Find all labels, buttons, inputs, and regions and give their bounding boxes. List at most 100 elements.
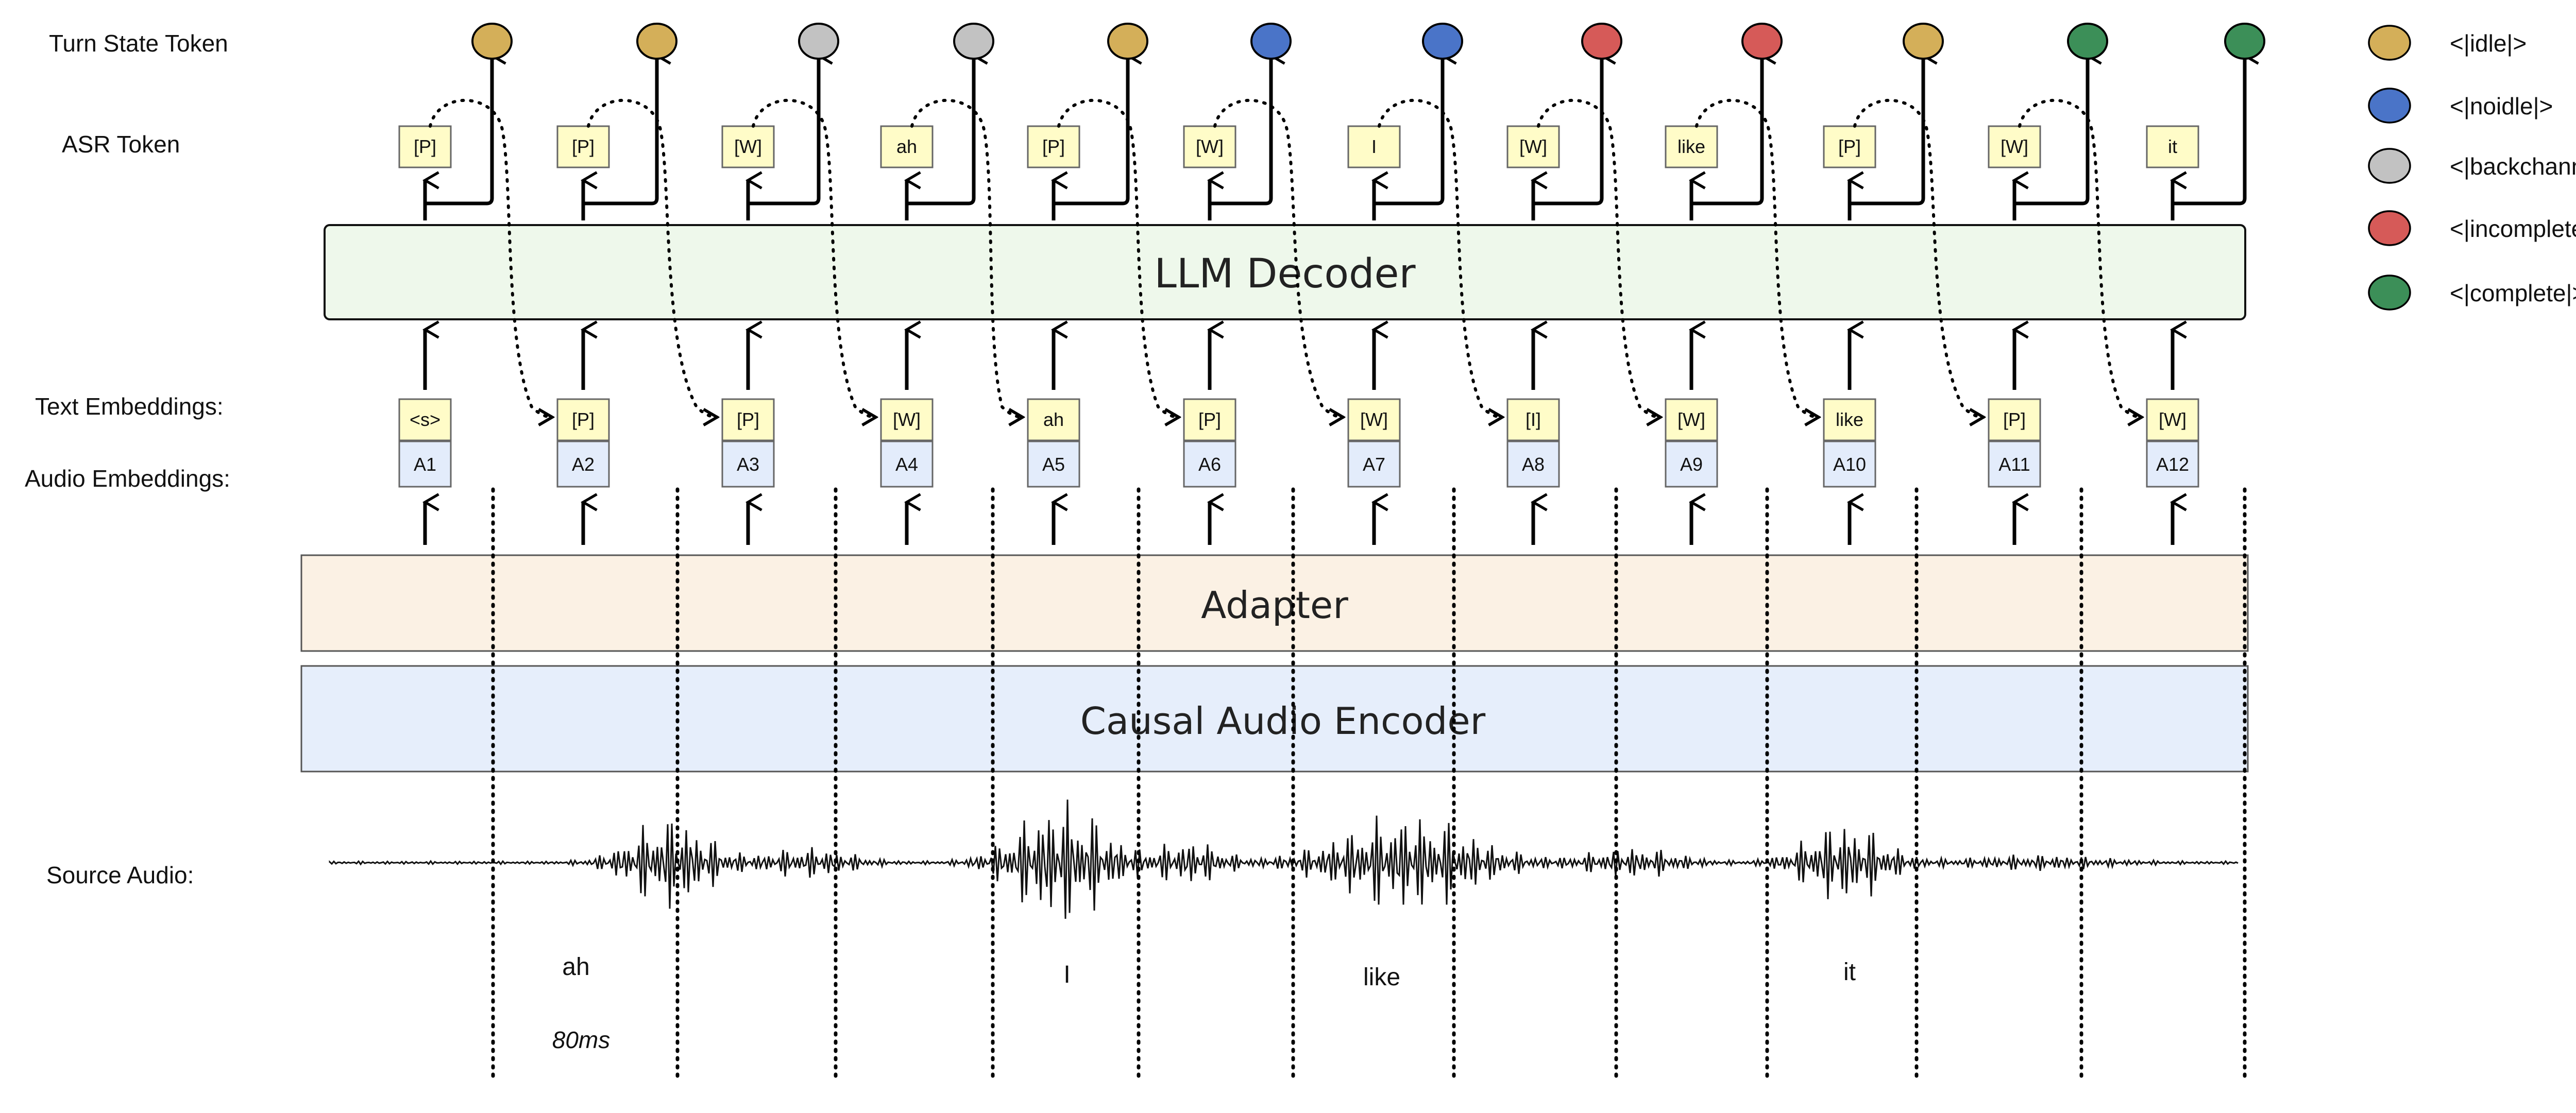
text-embedding-box (1665, 398, 1718, 441)
audio-embedding-label: A11 (1998, 454, 2030, 475)
waveform-trace (329, 799, 2239, 919)
decoder-to-state-arrow (1054, 56, 1128, 206)
feedback-dotted-arrow (429, 98, 552, 417)
feedback-dotted-arrow (910, 98, 1023, 417)
causal-audio-encoder-label: Causal Audio Encoder (1080, 699, 1486, 743)
causal-audio-encoder-block (300, 665, 2249, 773)
audio-embedding-box (556, 440, 610, 488)
audio-word: it (1843, 958, 1856, 986)
text-embedding-box (721, 398, 775, 441)
text-embedding-box (1347, 398, 1401, 441)
text-embedding-box (1823, 398, 1876, 441)
text-embedding-label: <s> (410, 409, 440, 430)
text-embedding-label: [W] (2159, 409, 2187, 430)
asr-token-box (556, 125, 610, 168)
source-audio-waveform (329, 799, 2239, 919)
asr-token-label: [P] (572, 136, 595, 157)
text-embedding-label: like (1836, 409, 1863, 430)
complete-state-icon (2224, 23, 2265, 60)
legend: <|idle|> <|noidle|> <|backchannel|> <|incom… (2368, 25, 2576, 311)
legend-entry: <|incomplete|> (2368, 210, 2576, 246)
asr-token-box (1823, 125, 1876, 168)
idle-state-icon (1903, 23, 1944, 60)
feedback-dotted-arrow (587, 98, 717, 417)
decoder-to-state-arrow (425, 56, 492, 206)
audio-embedding-label: A10 (1833, 454, 1866, 475)
asr-token-box (1988, 125, 2041, 168)
asr-token-label: [W] (1196, 136, 1224, 157)
decoding-step: ah[W]A4 (880, 23, 1023, 545)
audio-embedding-box (1823, 440, 1876, 488)
adapter-label: Adapter (1201, 584, 1348, 627)
noidle-state-icon (1250, 23, 1292, 60)
feedback-dotted-arrow (1695, 98, 1819, 417)
decoder-to-state-arrow (748, 56, 819, 206)
asr-token-box (1506, 125, 1560, 168)
audio-embedding-box (2146, 440, 2199, 488)
feedback-dotted-arrow (1213, 98, 1343, 417)
idle-state-icon (636, 23, 677, 60)
asr-token-box (721, 125, 775, 168)
audio-embedding-label: A9 (1680, 454, 1703, 475)
asr-token-box (398, 125, 452, 168)
text-embedding-label: [W] (1360, 409, 1388, 430)
incomplete-state-icon (1581, 23, 1622, 60)
audio-embedding-box (1347, 440, 1401, 488)
audio-embedding-box (880, 440, 934, 488)
idle-legend-icon (2368, 25, 2411, 61)
text-embedding-label: [I] (1526, 409, 1541, 430)
legend-label: <|noidle|> (2450, 93, 2553, 119)
legend-label: <|complete|> (2450, 280, 2576, 306)
audio-embedding-label: A8 (1522, 454, 1545, 475)
audio-word: ah (562, 953, 589, 981)
audio-embedding-label: A4 (895, 454, 918, 475)
asr-token-label: [P] (1042, 136, 1065, 157)
legend-label: <|idle|> (2450, 30, 2527, 57)
legend-entry: <|backchannel|> (2368, 148, 2576, 184)
audio-embedding-label: A5 (1042, 454, 1065, 475)
decoder-to-state-arrow (907, 56, 974, 206)
legend-entry: <|complete|> (2368, 275, 2576, 311)
asr-token-box (2146, 125, 2199, 168)
noidle-legend-icon (2368, 88, 2411, 124)
audio-embedding-label: A3 (737, 454, 759, 475)
text-embedding-box (1988, 398, 2041, 441)
decoding-step: [W][P]A11 (1988, 23, 2142, 545)
decoder-to-state-arrow (1533, 56, 1602, 206)
decoding-step: [P]<s>A1 (398, 23, 552, 545)
asr-token-label: like (1677, 136, 1705, 157)
audio-embedding-box (1183, 440, 1236, 488)
text-embedding-box (398, 398, 452, 441)
text-embedding-label: [P] (572, 409, 595, 430)
audio-embedding-box (1027, 440, 1080, 488)
turn-state-row-label: Turn State Token (49, 30, 228, 57)
decoding-step: like [W] A9 (1665, 23, 1819, 545)
decoder-to-state-arrow (1210, 56, 1271, 206)
legend-entry: <|noidle|> (2368, 88, 2553, 124)
idle-state-icon (471, 23, 513, 60)
feedback-dotted-arrow (2018, 98, 2142, 417)
source-audio-row-label: Source Audio: (46, 862, 194, 888)
backchannel-state-icon (953, 23, 994, 60)
decoding-step: I[W]A7 (1347, 23, 1502, 545)
text-embedding-label: ah (1043, 409, 1064, 430)
adapter-block (300, 554, 2249, 652)
asr-token-label: [W] (734, 136, 762, 157)
idle-state-icon (1107, 23, 1148, 60)
text-embedding-label: [W] (1677, 409, 1705, 430)
decoder-to-state-arrow (1850, 56, 1923, 206)
legend-label: <|backchannel|> (2450, 153, 2576, 180)
asr-token-label: [P] (414, 136, 436, 157)
audio-embeddings-row-label: Audio Embeddings: (25, 465, 230, 492)
text-embedding-box (1183, 398, 1236, 441)
complete-state-icon (2067, 23, 2108, 60)
frame-boundaries (491, 487, 2247, 1078)
feedback-dotted-arrow (752, 98, 876, 417)
decoder-to-state-arrow (1374, 56, 1443, 206)
decoder-to-state-arrow (2173, 56, 2245, 206)
decoding-step: [W][P]A3 (721, 23, 876, 545)
audio-embedding-box (1506, 440, 1560, 488)
decoding-step: [P][P]A2 (556, 23, 717, 545)
